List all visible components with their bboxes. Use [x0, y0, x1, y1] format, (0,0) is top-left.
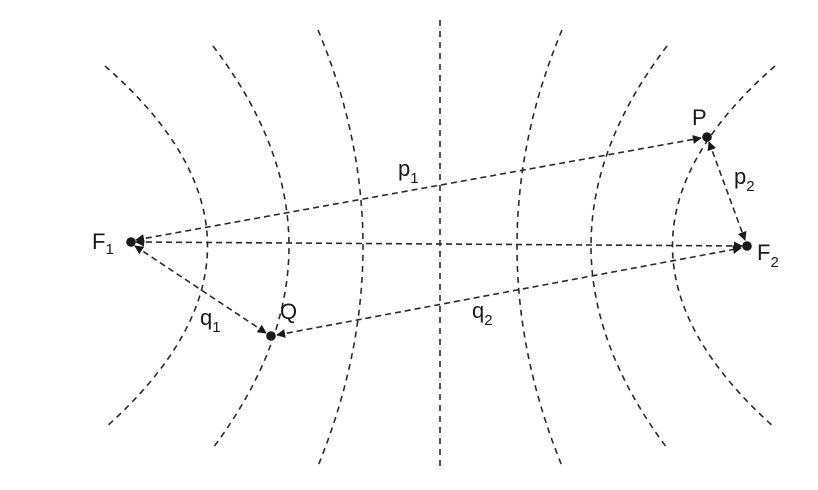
left-branch-2: [212, 45, 290, 449]
point-q: [266, 331, 276, 341]
label-p1: p1: [398, 156, 419, 187]
left-branch-1: [104, 65, 209, 429]
label-f1: F1: [92, 229, 114, 258]
point-p: [702, 132, 712, 142]
label-f2: F2: [757, 240, 779, 271]
focus-f1-point: [126, 237, 136, 247]
segment-p2: [707, 141, 747, 241]
left-branch-3: [317, 29, 364, 467]
segment-q2: [276, 245, 742, 338]
label-p: P: [692, 105, 707, 130]
label-q2: q2: [472, 298, 493, 329]
label-q: Q: [280, 299, 297, 324]
segment-f1-f2: [135, 237, 743, 251]
segment-q1: [134, 245, 267, 334]
focus-f2-point: [742, 241, 752, 251]
right-branch-1: [516, 29, 563, 467]
label-q1: q1: [200, 305, 221, 336]
label-p2: p2: [734, 164, 755, 195]
right-branch-2: [590, 45, 668, 449]
segment-p1: [135, 135, 702, 243]
